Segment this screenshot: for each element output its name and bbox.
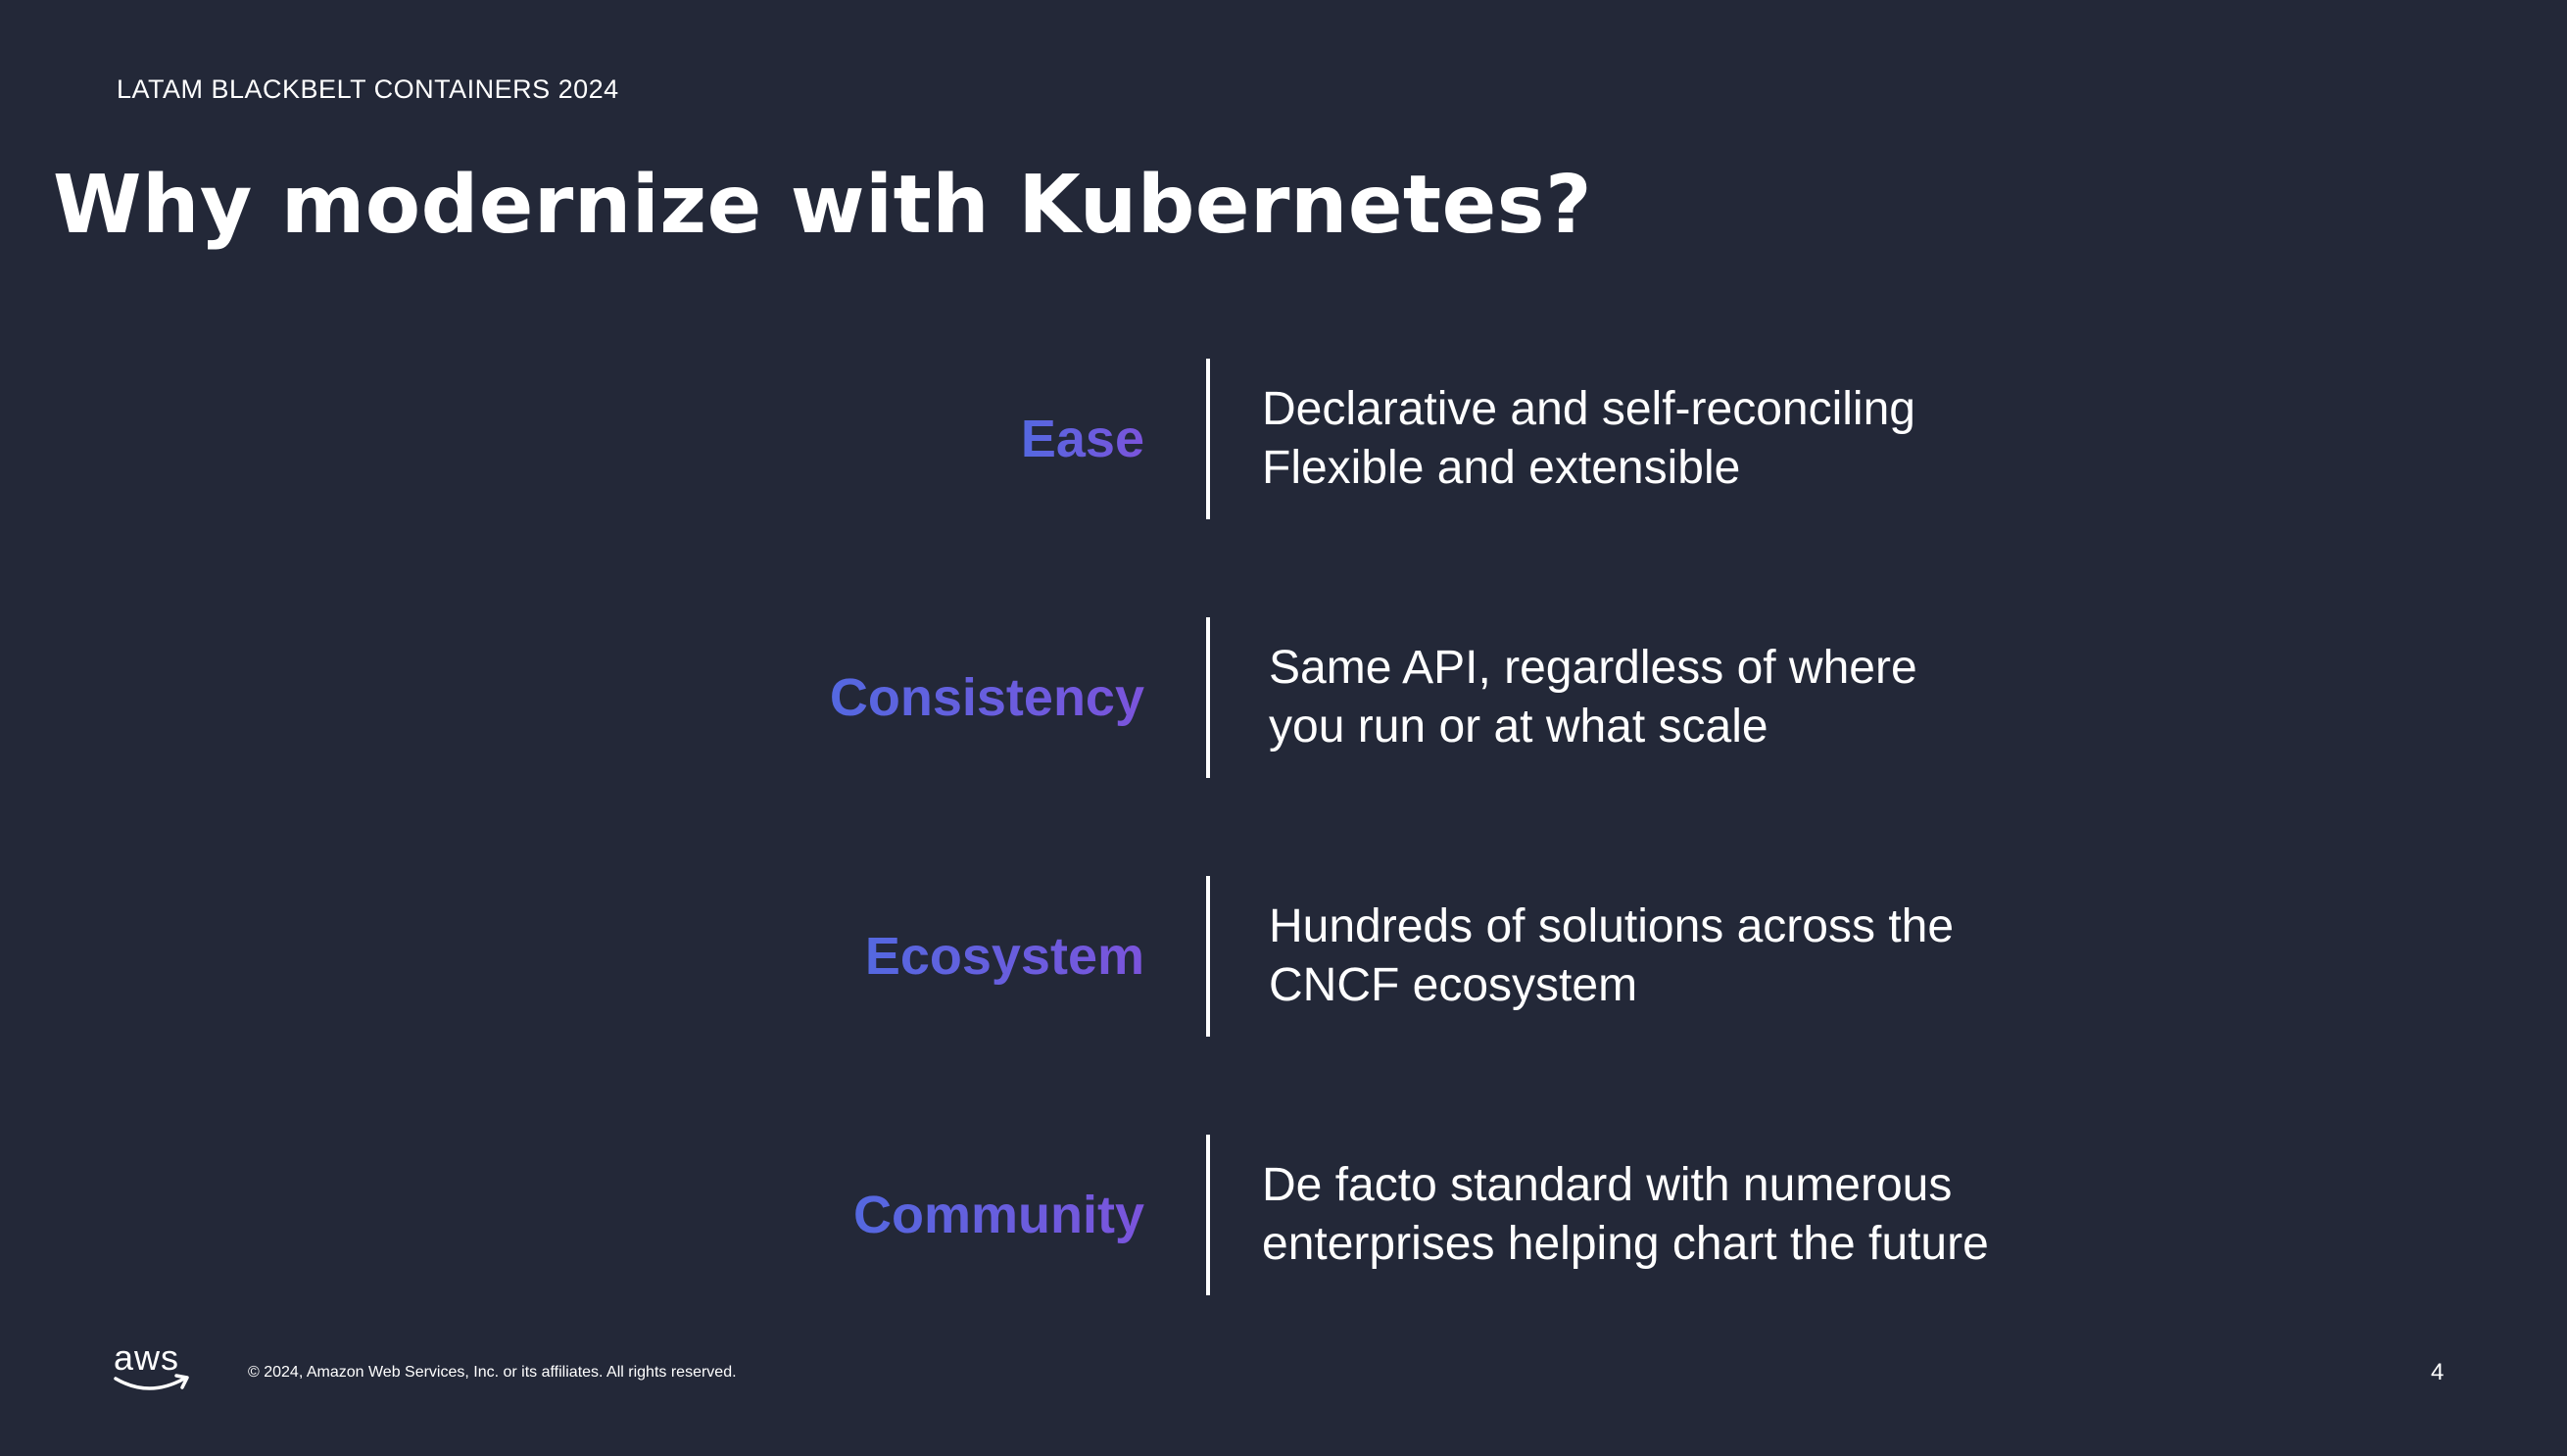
- reason-description: De facto standard with numerous enterpri…: [1262, 1156, 1989, 1274]
- divider-line: [1206, 359, 1210, 519]
- reason-row-consistency: Consistency Same API, regardless of wher…: [0, 617, 2567, 778]
- slide-title: Why modernize with Kubernetes?: [53, 159, 1593, 252]
- reason-description-line: enterprises helping chart the future: [1262, 1218, 1989, 1270]
- divider-line: [1206, 617, 1210, 778]
- reason-row-ecosystem: Ecosystem Hundreds of solutions across t…: [0, 876, 2567, 1037]
- reason-label: Consistency: [829, 668, 1144, 727]
- copyright-notice: © 2024, Amazon Web Services, Inc. or its…: [248, 1364, 737, 1381]
- reason-description-line: Hundreds of solutions across the: [1269, 900, 1955, 952]
- reason-row-community: Community De facto standard with numerou…: [0, 1135, 2567, 1295]
- divider-line: [1206, 876, 1210, 1037]
- reason-description: Same API, regardless of where you run or…: [1269, 639, 1917, 756]
- reason-description: Declarative and self-reconciling Flexibl…: [1262, 380, 1915, 498]
- reason-description-line: you run or at what scale: [1269, 701, 1768, 752]
- reason-description: Hundreds of solutions across the CNCF ec…: [1269, 898, 1954, 1015]
- event-name: LATAM BLACKBELT CONTAINERS 2024: [117, 74, 619, 104]
- reason-label: Ecosystem: [864, 927, 1144, 986]
- reason-description-line: De facto standard with numerous: [1262, 1159, 1953, 1211]
- reason-description-line: Same API, regardless of where: [1269, 642, 1917, 694]
- divider-line: [1206, 1135, 1210, 1295]
- reason-description-line: CNCF ecosystem: [1269, 959, 1638, 1011]
- aws-logo: aws: [110, 1337, 196, 1392]
- reason-label: Community: [853, 1186, 1144, 1244]
- reason-row-ease: Ease Declarative and self-reconciling Fl…: [0, 359, 2567, 519]
- reason-description-line: Declarative and self-reconciling: [1262, 383, 1915, 435]
- reason-label: Ease: [1020, 410, 1144, 468]
- reason-description-line: Flexible and extensible: [1262, 442, 1741, 494]
- page-number: 4: [2431, 1359, 2445, 1385]
- aws-logo-text: aws: [114, 1337, 180, 1378]
- aws-smile-icon: [114, 1374, 189, 1390]
